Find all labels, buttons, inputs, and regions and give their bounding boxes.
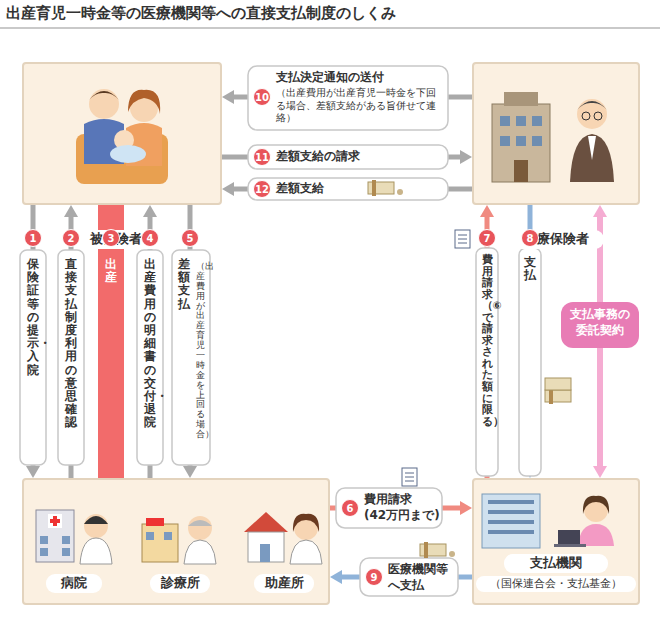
callout-number: 3 xyxy=(102,229,120,247)
edge-label: 出産費用の明細書の交付・退院 xyxy=(144,258,156,429)
callout-number: 4 xyxy=(141,229,159,247)
family-illustration xyxy=(24,64,220,203)
contract-panel xyxy=(561,302,639,348)
callout-number: 12 xyxy=(253,180,271,198)
callout-number: 8 xyxy=(521,229,539,247)
edge-label: 直接支払制度利用の意思確認 xyxy=(65,258,77,429)
edge-label: 医療機関等へ支払 xyxy=(388,562,450,593)
note-text: （出産費用が出産育児一時金を上回る場合） xyxy=(196,262,205,440)
node-text: （国保連合会・支払基金） xyxy=(476,576,636,592)
callout-number: 7 xyxy=(478,229,496,247)
node-box: 医療保険者 xyxy=(472,62,640,205)
callout-number: 2 xyxy=(62,229,80,247)
callout-number: 10 xyxy=(253,88,271,106)
edge-label: 費用請求 (42万円まで) xyxy=(364,492,440,523)
edge-label: 支払決定通知の送付 xyxy=(276,70,436,86)
edge-label: 費用請求（⑥で請求された額に限る） xyxy=(482,254,493,427)
node-text: 診療所 xyxy=(150,574,210,593)
node-text: 支払機関 xyxy=(504,554,608,573)
document-icon xyxy=(402,230,470,486)
callout-number: 1 xyxy=(24,229,42,247)
edge-label: 保険証等の提示・入院 xyxy=(27,258,39,377)
edge-label: 差額支払 xyxy=(178,258,190,311)
callout-number: 5 xyxy=(181,229,199,247)
diagram-title: 出産育児一時金等の医療機関等への直接支払制度のしくみ xyxy=(6,4,396,23)
title-rule xyxy=(0,27,660,29)
edge-label: 差額支給の請求 xyxy=(276,149,436,165)
node-text: 病院 xyxy=(46,574,102,593)
callout-number: 11 xyxy=(253,148,271,166)
edge-label: 差額支給 xyxy=(276,181,356,197)
edge-label: 支払事務の委託契約 xyxy=(566,307,634,338)
callout-number: 6 xyxy=(341,499,359,517)
callout-number: 9 xyxy=(365,568,383,586)
node-box: 支払機関 （国保連合会・支払基金） xyxy=(472,478,640,605)
node-box: 病院 診療所 助産所 xyxy=(22,478,330,605)
edge-label: 出産 xyxy=(105,258,117,284)
edge-label: 支払 xyxy=(524,256,536,282)
note-text: （出産費用が出産育児一時金を下回る場合、差額支給がある旨併せて連絡） xyxy=(276,87,442,125)
insurer-illustration xyxy=(474,64,638,203)
node-text: 助産所 xyxy=(254,574,314,593)
node-box: 被保険者等 xyxy=(22,62,222,205)
